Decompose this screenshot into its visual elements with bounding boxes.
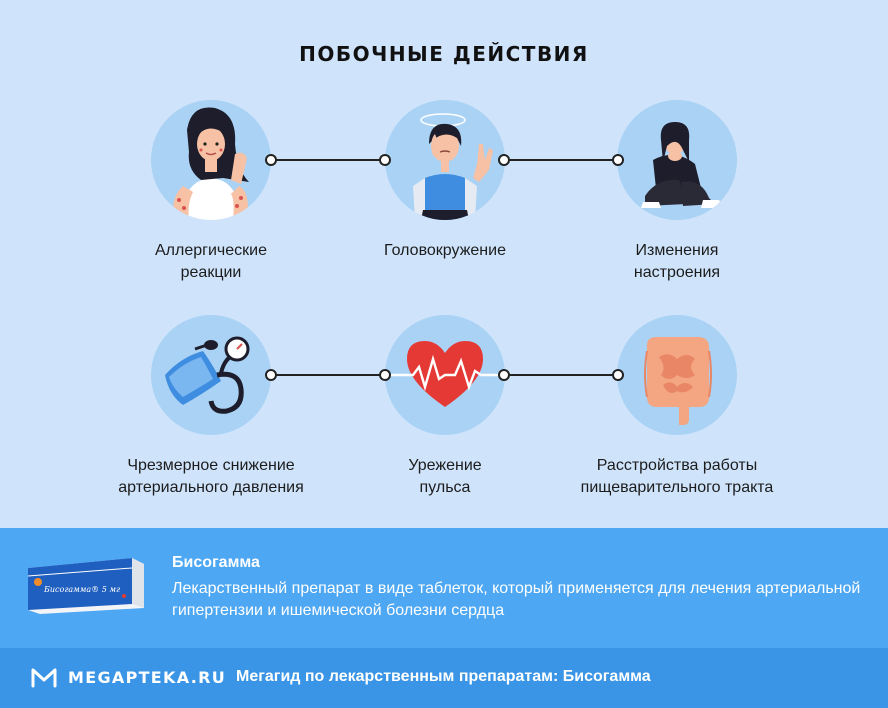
heart-pulse-icon bbox=[385, 315, 505, 435]
drug-name: Бисогамма bbox=[172, 554, 260, 571]
drug-info-band: Бисогамма® 5 мг Бисогамма Лекарственный … bbox=[0, 528, 888, 648]
connector-4 bbox=[498, 369, 624, 381]
footer: MEGAPTEKA.RU Мегагид по лекарственным пр… bbox=[0, 648, 888, 708]
footer-caption: Мегагид по лекарственным препаратам: Бис… bbox=[236, 668, 651, 685]
connector-3 bbox=[265, 369, 391, 381]
connector-1 bbox=[265, 154, 391, 166]
drug-description: Лекарственный препарат в виде таблеток, … bbox=[172, 580, 861, 619]
allergy-woman-icon bbox=[151, 100, 271, 220]
page-title: ПОБОЧНЫЕ ДЕЙСТВИЯ bbox=[299, 42, 589, 66]
connector-2 bbox=[498, 154, 624, 166]
megapteka-logo-icon bbox=[30, 666, 58, 693]
sad-person-icon bbox=[617, 100, 737, 220]
blood-pressure-monitor-icon bbox=[151, 315, 271, 435]
drug-package-image: Бисогамма® 5 мг bbox=[27, 556, 144, 621]
svg-text:Бисогамма® 5 мг: Бисогамма® 5 мг bbox=[43, 585, 120, 594]
effect-label-dizziness: Головокружение bbox=[384, 242, 506, 259]
footer-logo-text[interactable]: MEGAPTEKA.RU bbox=[68, 668, 227, 687]
dizzy-woman-icon bbox=[385, 100, 505, 220]
intestine-icon bbox=[617, 315, 737, 435]
